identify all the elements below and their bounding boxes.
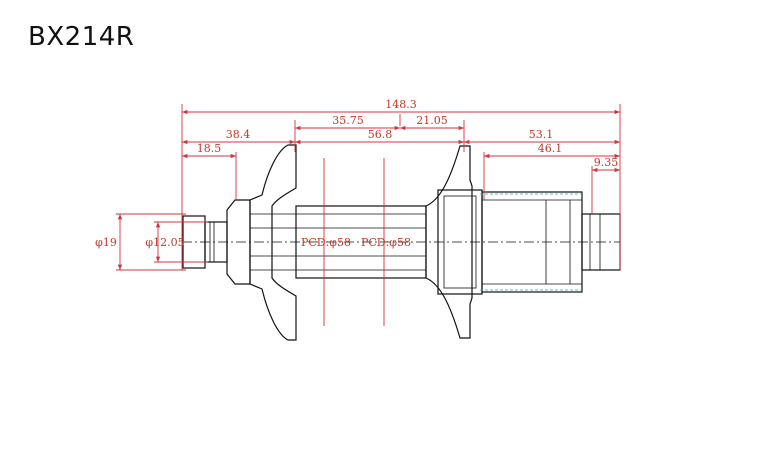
- dim-9-35: 9.35: [594, 156, 619, 169]
- dim-56-8: 56.8: [368, 128, 393, 141]
- dim-diameter-19: φ19: [95, 236, 117, 249]
- model-title: BX214R: [28, 22, 135, 52]
- dim-18-5: 18.5: [197, 142, 222, 155]
- extension-lines: [116, 104, 621, 326]
- pcd-left-label: PCD:φ58: [301, 236, 351, 249]
- dim-overall: 148.3: [385, 98, 417, 111]
- dimension-lines: [117, 109, 620, 270]
- dim-21-05: 21.05: [416, 114, 448, 127]
- dim-53-1: 53.1: [529, 128, 554, 141]
- dim-diameter-12-05: φ12.05: [145, 236, 184, 249]
- dim-35-75: 35.75: [332, 114, 364, 127]
- pcd-right-label: PCD:φ58: [361, 236, 411, 249]
- dim-38-4: 38.4: [226, 128, 251, 141]
- hub-outline: [182, 144, 621, 341]
- dim-46-1: 46.1: [538, 142, 563, 155]
